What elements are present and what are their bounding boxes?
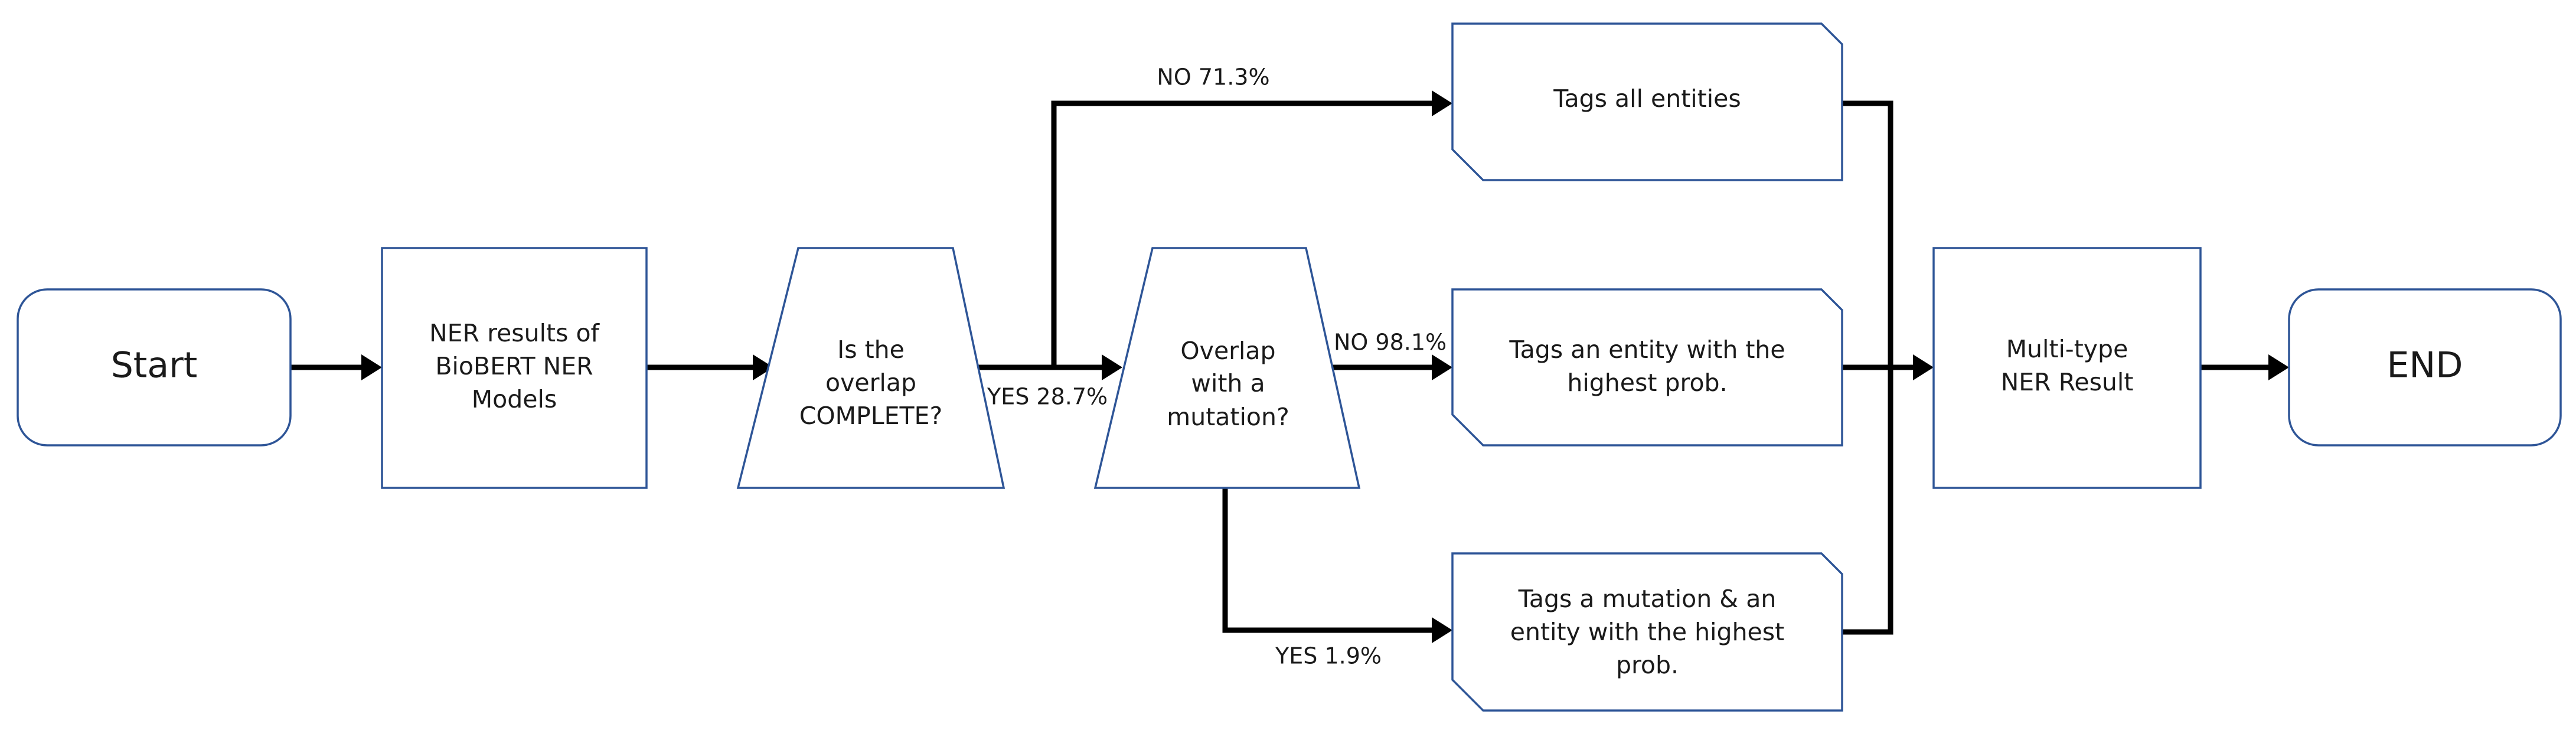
edge-label-complete-no: NO 71.3% [1157, 64, 1269, 90]
connectors [290, 90, 2289, 643]
edge-mutation-yes [1222, 487, 1432, 633]
multi-type-line: Multi-type [2006, 335, 2128, 363]
complete-decision-line: COMPLETE? [799, 402, 942, 430]
tags-mutation-line: Tags a mutation & an [1518, 585, 1777, 613]
start-node: Start [17, 288, 292, 447]
multi-type-result-node: Multi-type NER Result [1932, 247, 2202, 489]
mutation-decision-line: with a [1191, 369, 1265, 397]
arrowhead-icon [1102, 354, 1122, 380]
arrowhead-icon [1913, 354, 1934, 380]
arrowhead-icon [753, 354, 773, 380]
tags-mutation-line: prob. [1616, 651, 1679, 679]
edge-complete-no [1051, 100, 1432, 367]
arrowhead-icon [2268, 354, 2289, 380]
tags-all-node: Tags all entities [1451, 22, 1843, 181]
tags-mutation-line: entity with the highest [1510, 618, 1784, 646]
mutation-decision-node: Overlap with a mutation? [1093, 247, 1361, 489]
multi-type-line: NER Result [2001, 368, 2134, 396]
ner-results-line: Models [472, 385, 557, 413]
arrowhead-icon [1432, 354, 1452, 380]
ner-results-line: BioBERT NER [435, 352, 593, 380]
edge-label-complete-yes: YES 28.7% [987, 384, 1108, 410]
edge-label-mutation-yes: YES 1.9% [1275, 643, 1382, 669]
edge-label-mutation-no: NO 98.1% [1334, 330, 1447, 356]
ner-results-node: NER results of BioBERT NER Models [381, 247, 648, 489]
tags-highest-node: Tags an entity with the highest prob. [1451, 288, 1843, 447]
end-label: END [2387, 345, 2463, 386]
arrowhead-icon [361, 354, 382, 380]
complete-decision-node: Is the overlap COMPLETE? [736, 247, 1005, 489]
ner-results-line: NER results of [429, 319, 600, 347]
complete-decision-line: Is the [837, 335, 905, 364]
tags-highest-line: highest prob. [1567, 369, 1727, 397]
start-label: Start [111, 345, 198, 386]
arrowhead-icon [1432, 90, 1452, 116]
tags-all-line: Tags all entities [1553, 84, 1741, 113]
edge-labels: NO 71.3% YES 28.7% NO 98.1% YES 1.9% [987, 64, 1447, 669]
tags-highest-line: Tags an entity with the [1509, 335, 1785, 364]
end-node: END [2288, 288, 2562, 447]
tags-mutation-node: Tags a mutation & an entity with the hig… [1451, 552, 1843, 712]
complete-decision-line: overlap [825, 369, 916, 397]
mutation-decision-line: mutation? [1167, 403, 1289, 431]
mutation-decision-line: Overlap [1180, 337, 1275, 365]
arrowhead-icon [1432, 617, 1452, 643]
